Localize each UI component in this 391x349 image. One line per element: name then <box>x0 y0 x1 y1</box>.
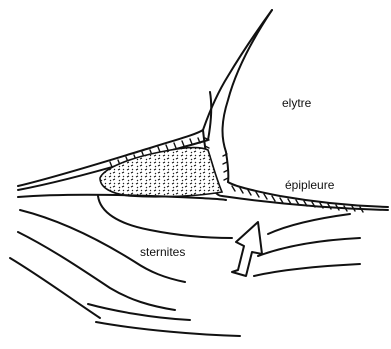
label-elytre: elytre <box>282 97 311 109</box>
sternite-arcs <box>10 195 360 336</box>
label-epipleure: épipleure <box>285 179 334 191</box>
label-sternites: sternites <box>140 246 185 258</box>
arrow-icon <box>232 222 262 276</box>
stippled-cavity <box>100 148 222 197</box>
